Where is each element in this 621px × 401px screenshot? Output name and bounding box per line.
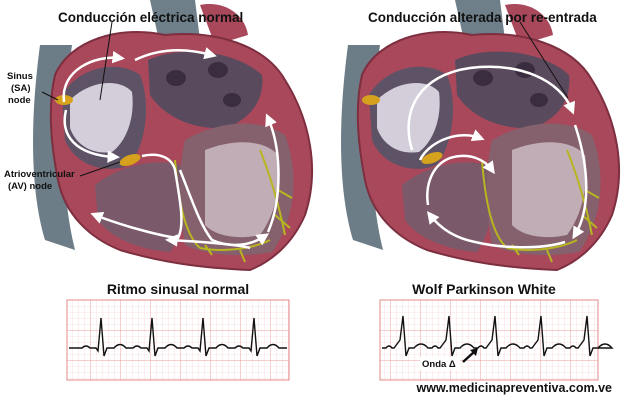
left-heart: [33, 0, 312, 270]
pulmonary-vein-opening: [473, 70, 493, 86]
sa-label-line3: node: [8, 95, 31, 106]
website-url: www.medicinapreventiva.com.ve: [416, 381, 612, 395]
pulmonary-vein-opening: [530, 93, 548, 107]
ecg-grid: [380, 300, 598, 380]
av-label-line1: Atrioventricular: [4, 169, 75, 180]
left-panel-title: Conducción eléctrica normal: [58, 10, 243, 25]
left-ecg-title: Ritmo sinusal normal: [107, 281, 249, 297]
sa-node: [362, 95, 380, 105]
sa-label-line2: (SA): [11, 83, 31, 94]
right-heart: [341, 0, 619, 270]
left-ecg-strip: [67, 300, 289, 380]
right-ecg-strip: Onda Δ: [380, 300, 612, 380]
pulmonary-vein-opening: [166, 70, 186, 86]
right-panel-title: Conducción alterada por re-entrada: [368, 10, 597, 25]
right-ecg-title: Wolf Parkinson White: [412, 281, 556, 297]
av-label-line2: (AV) node: [8, 181, 52, 192]
delta-wave-label: Onda Δ: [422, 359, 456, 370]
pulmonary-vein-opening: [208, 62, 228, 78]
sa-label-line1: Sinus: [7, 71, 33, 82]
pulmonary-vein-opening: [223, 93, 241, 107]
